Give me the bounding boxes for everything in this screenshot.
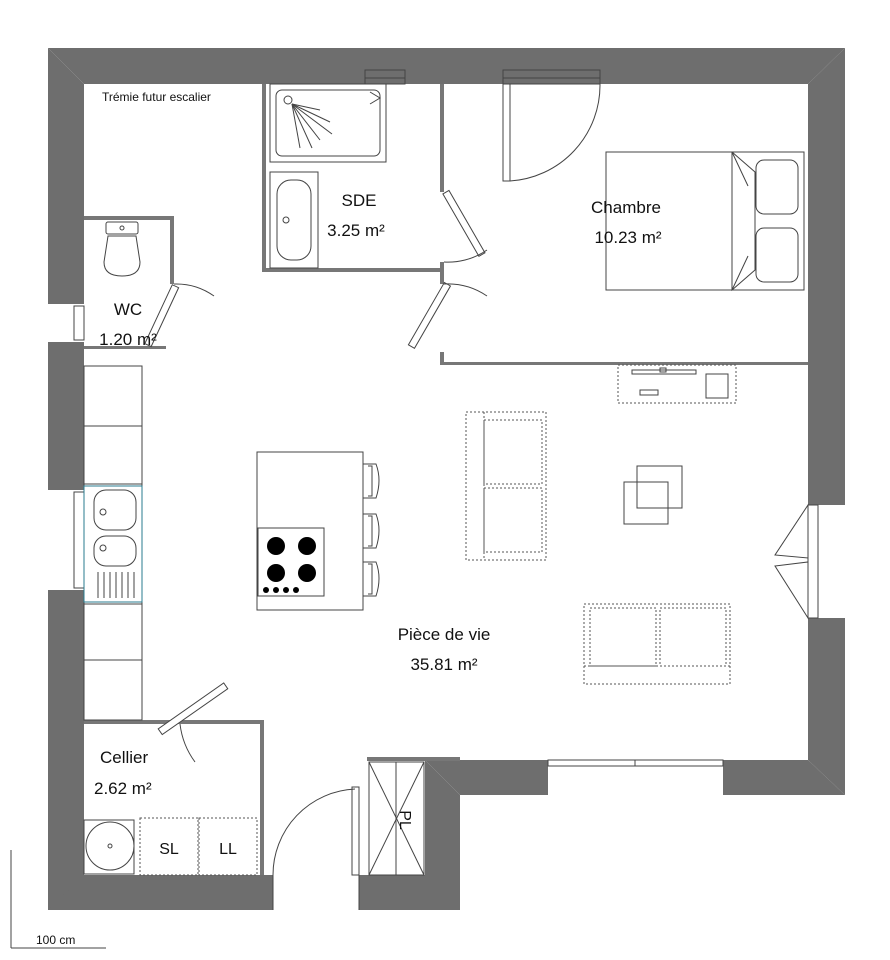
interior-partitions [84,84,808,875]
toilet [103,221,141,277]
windows [48,69,845,795]
room-wc-area: 1.20 m² [99,330,157,349]
interior-doors [144,83,601,763]
desk [617,364,737,404]
room-sde-name: SDE [342,191,377,210]
room-wc-name: WC [114,300,142,319]
coffee-table [623,465,683,525]
washbasin [269,171,319,269]
placard-label: PL [396,810,413,830]
double-bed [605,151,805,292]
room-chambre-area: 10.23 m² [594,228,661,247]
kitchen-island [256,451,364,611]
washing-machine-label: LL [219,841,237,858]
entrance-door [272,786,360,910]
bar-stools [363,463,380,597]
dryer-label: SL [159,841,179,858]
room-sde-area: 3.25 m² [327,221,385,240]
room-piece-de-vie-name: Pièce de vie [398,625,491,644]
kitchen-sink [83,485,143,603]
room-piece-de-vie-area: 35.81 m² [410,655,477,674]
shower-tray [269,83,387,163]
scale-label: 100 cm [36,933,75,947]
laundry-appliances [139,817,258,876]
room-cellier-name: Cellier [100,748,149,767]
room-chambre-name: Chambre [591,198,661,217]
stair-note: Trémie futur escalier [102,90,211,104]
room-cellier-area: 2.62 m² [94,779,152,798]
placard [368,761,425,876]
sofa-horizontal [583,603,731,685]
boiler [83,819,135,875]
sofa-vertical [465,411,547,561]
scale-bar: 100 cm [10,850,106,949]
exterior-walls [48,48,845,910]
kitchen-counter [83,365,143,721]
